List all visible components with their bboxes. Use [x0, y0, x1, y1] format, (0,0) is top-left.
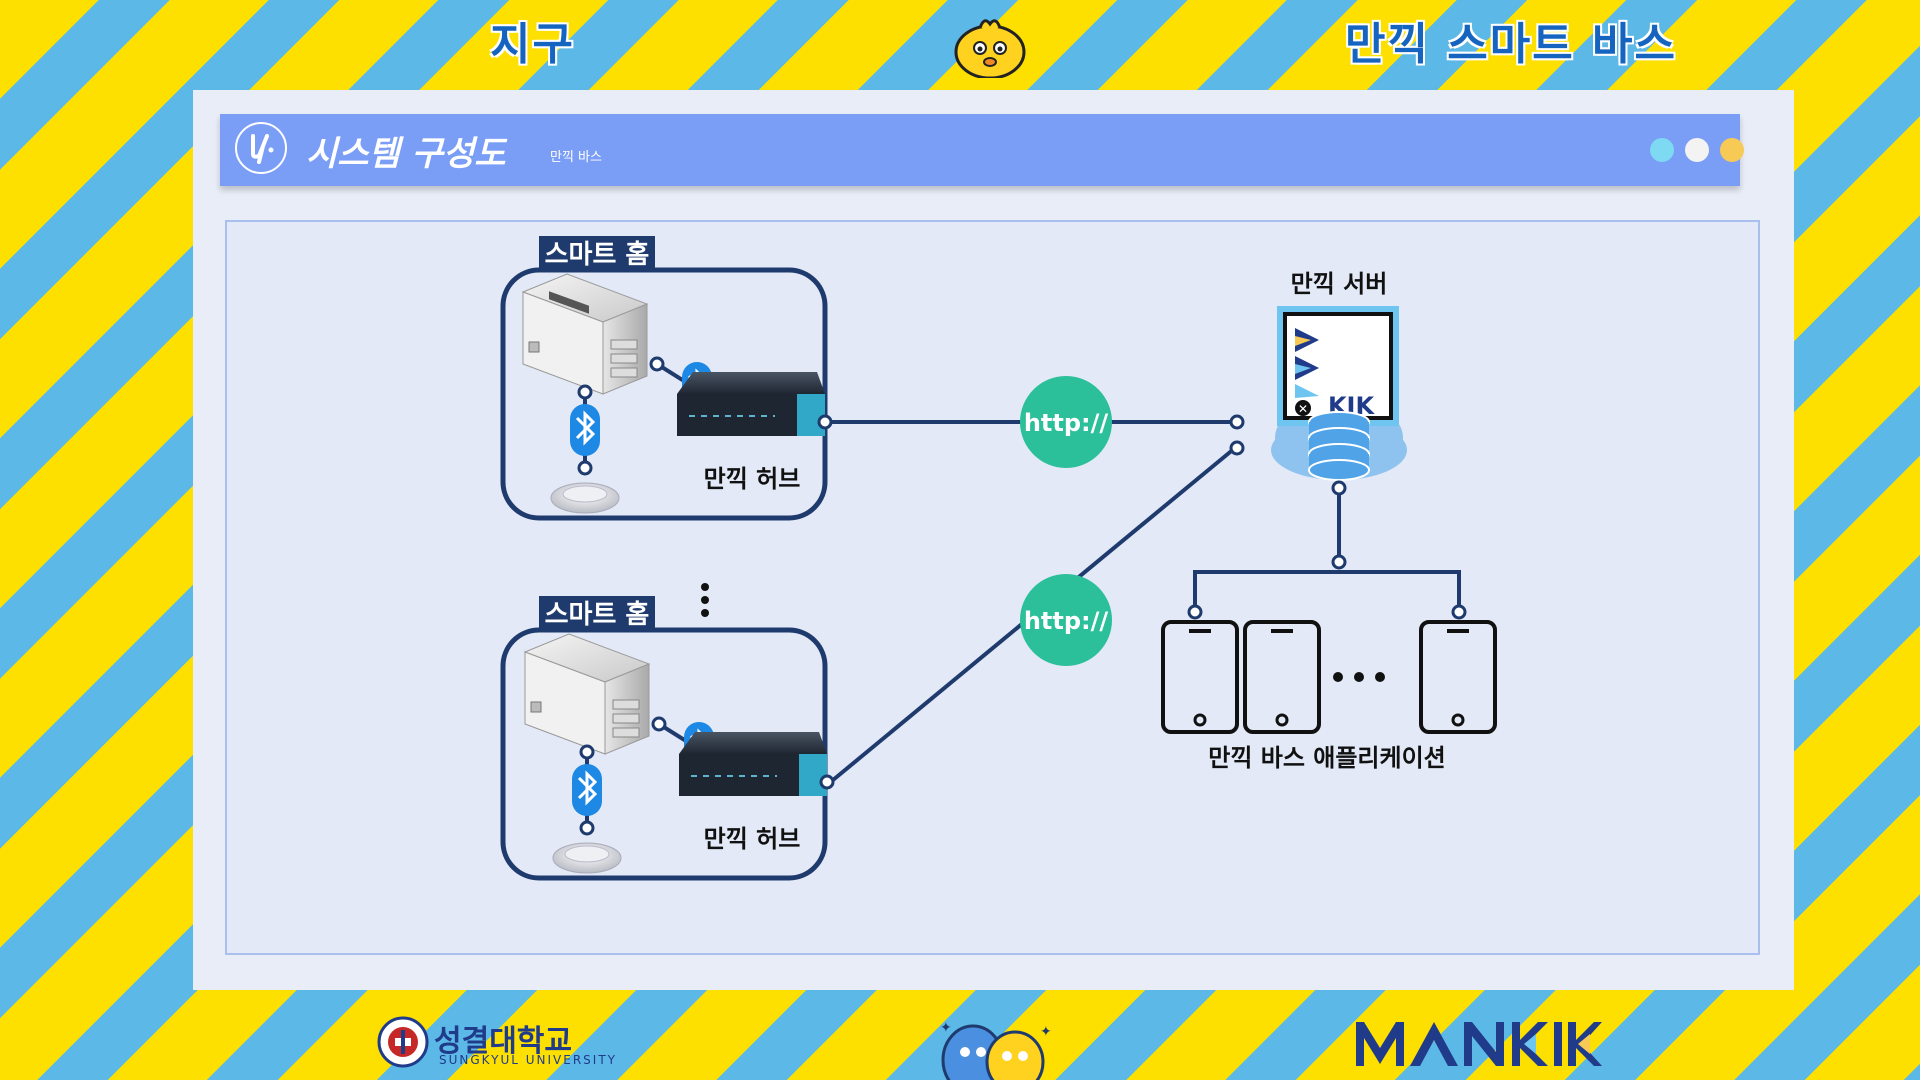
- bluetooth-icon: [572, 764, 602, 816]
- university-emblem-icon: [377, 1016, 429, 1068]
- page-title: 시스템 구성도: [306, 134, 506, 174]
- svg-text:http://: http://: [1024, 409, 1109, 437]
- smart-home-group-1: 스마트 홈: [500, 236, 833, 521]
- database-icon: [1308, 411, 1370, 481]
- hub-router-icon: [679, 732, 827, 796]
- hub-label-1: 만끽 허브: [704, 465, 801, 493]
- sensor-icon: [550, 482, 620, 514]
- app-links: [1187, 480, 1467, 620]
- window-dot-blue: [1650, 138, 1674, 162]
- sensor-icon: [552, 842, 622, 874]
- svg-text:✦: ✦: [1040, 1024, 1052, 1040]
- app-label: 만끽 바스 애플리케이션: [1208, 744, 1446, 772]
- svg-text:✕: ✕: [1298, 402, 1308, 416]
- university-subtitle: SUNGKYUL UNIVERSITY: [439, 1053, 617, 1067]
- university-name: 성결대학교: [434, 1024, 572, 1059]
- banner-right-title: 만끽 스마트 바스: [1345, 19, 1677, 70]
- smart-home-label-1: 스마트 홈: [545, 240, 650, 270]
- content-panel: 시스템 구성도 만끽 바스: [193, 90, 1794, 990]
- logo-icon: [235, 122, 287, 174]
- window-dot-white: [1685, 138, 1709, 162]
- svg-text:✦: ✦: [940, 1020, 952, 1036]
- header-bar: 시스템 구성도 만끽 바스: [220, 114, 1744, 186]
- diagram-frame: 스마트 홈: [225, 220, 1760, 955]
- smart-device-icon: [521, 273, 649, 395]
- mascot-top-icon: [954, 19, 1026, 78]
- http-badge-2: http://: [1020, 574, 1112, 666]
- smart-home-label-2: 스마트 홈: [545, 600, 650, 630]
- system-diagram: 스마트 홈: [500, 236, 1497, 881]
- more-apps-ellipsis: [1333, 672, 1385, 682]
- mankik-brand-logo: [1356, 1022, 1602, 1066]
- page-subtitle: 만끽 바스: [550, 150, 602, 165]
- smartphone-icon: [1161, 620, 1239, 734]
- more-homes-ellipsis: [701, 583, 709, 617]
- svg-text:http://: http://: [1024, 607, 1109, 635]
- mascot-bottom-icon: ✦ ✦: [940, 1020, 1052, 1080]
- smartphone-icon: [1243, 620, 1321, 734]
- banner-left-title: 지구: [490, 19, 575, 70]
- window-dot-yellow: [1720, 138, 1744, 162]
- http-badge-1: http://: [1020, 376, 1112, 468]
- smart-device-icon: [523, 633, 651, 755]
- server-label: 만끽 서버: [1291, 270, 1388, 298]
- bluetooth-icon: [570, 404, 600, 456]
- hub-router-icon: [677, 372, 825, 436]
- smart-home-group-2: 스마트 홈: [500, 596, 835, 881]
- hub-label-2: 만끽 허브: [704, 825, 801, 853]
- smartphone-icon: [1419, 620, 1497, 734]
